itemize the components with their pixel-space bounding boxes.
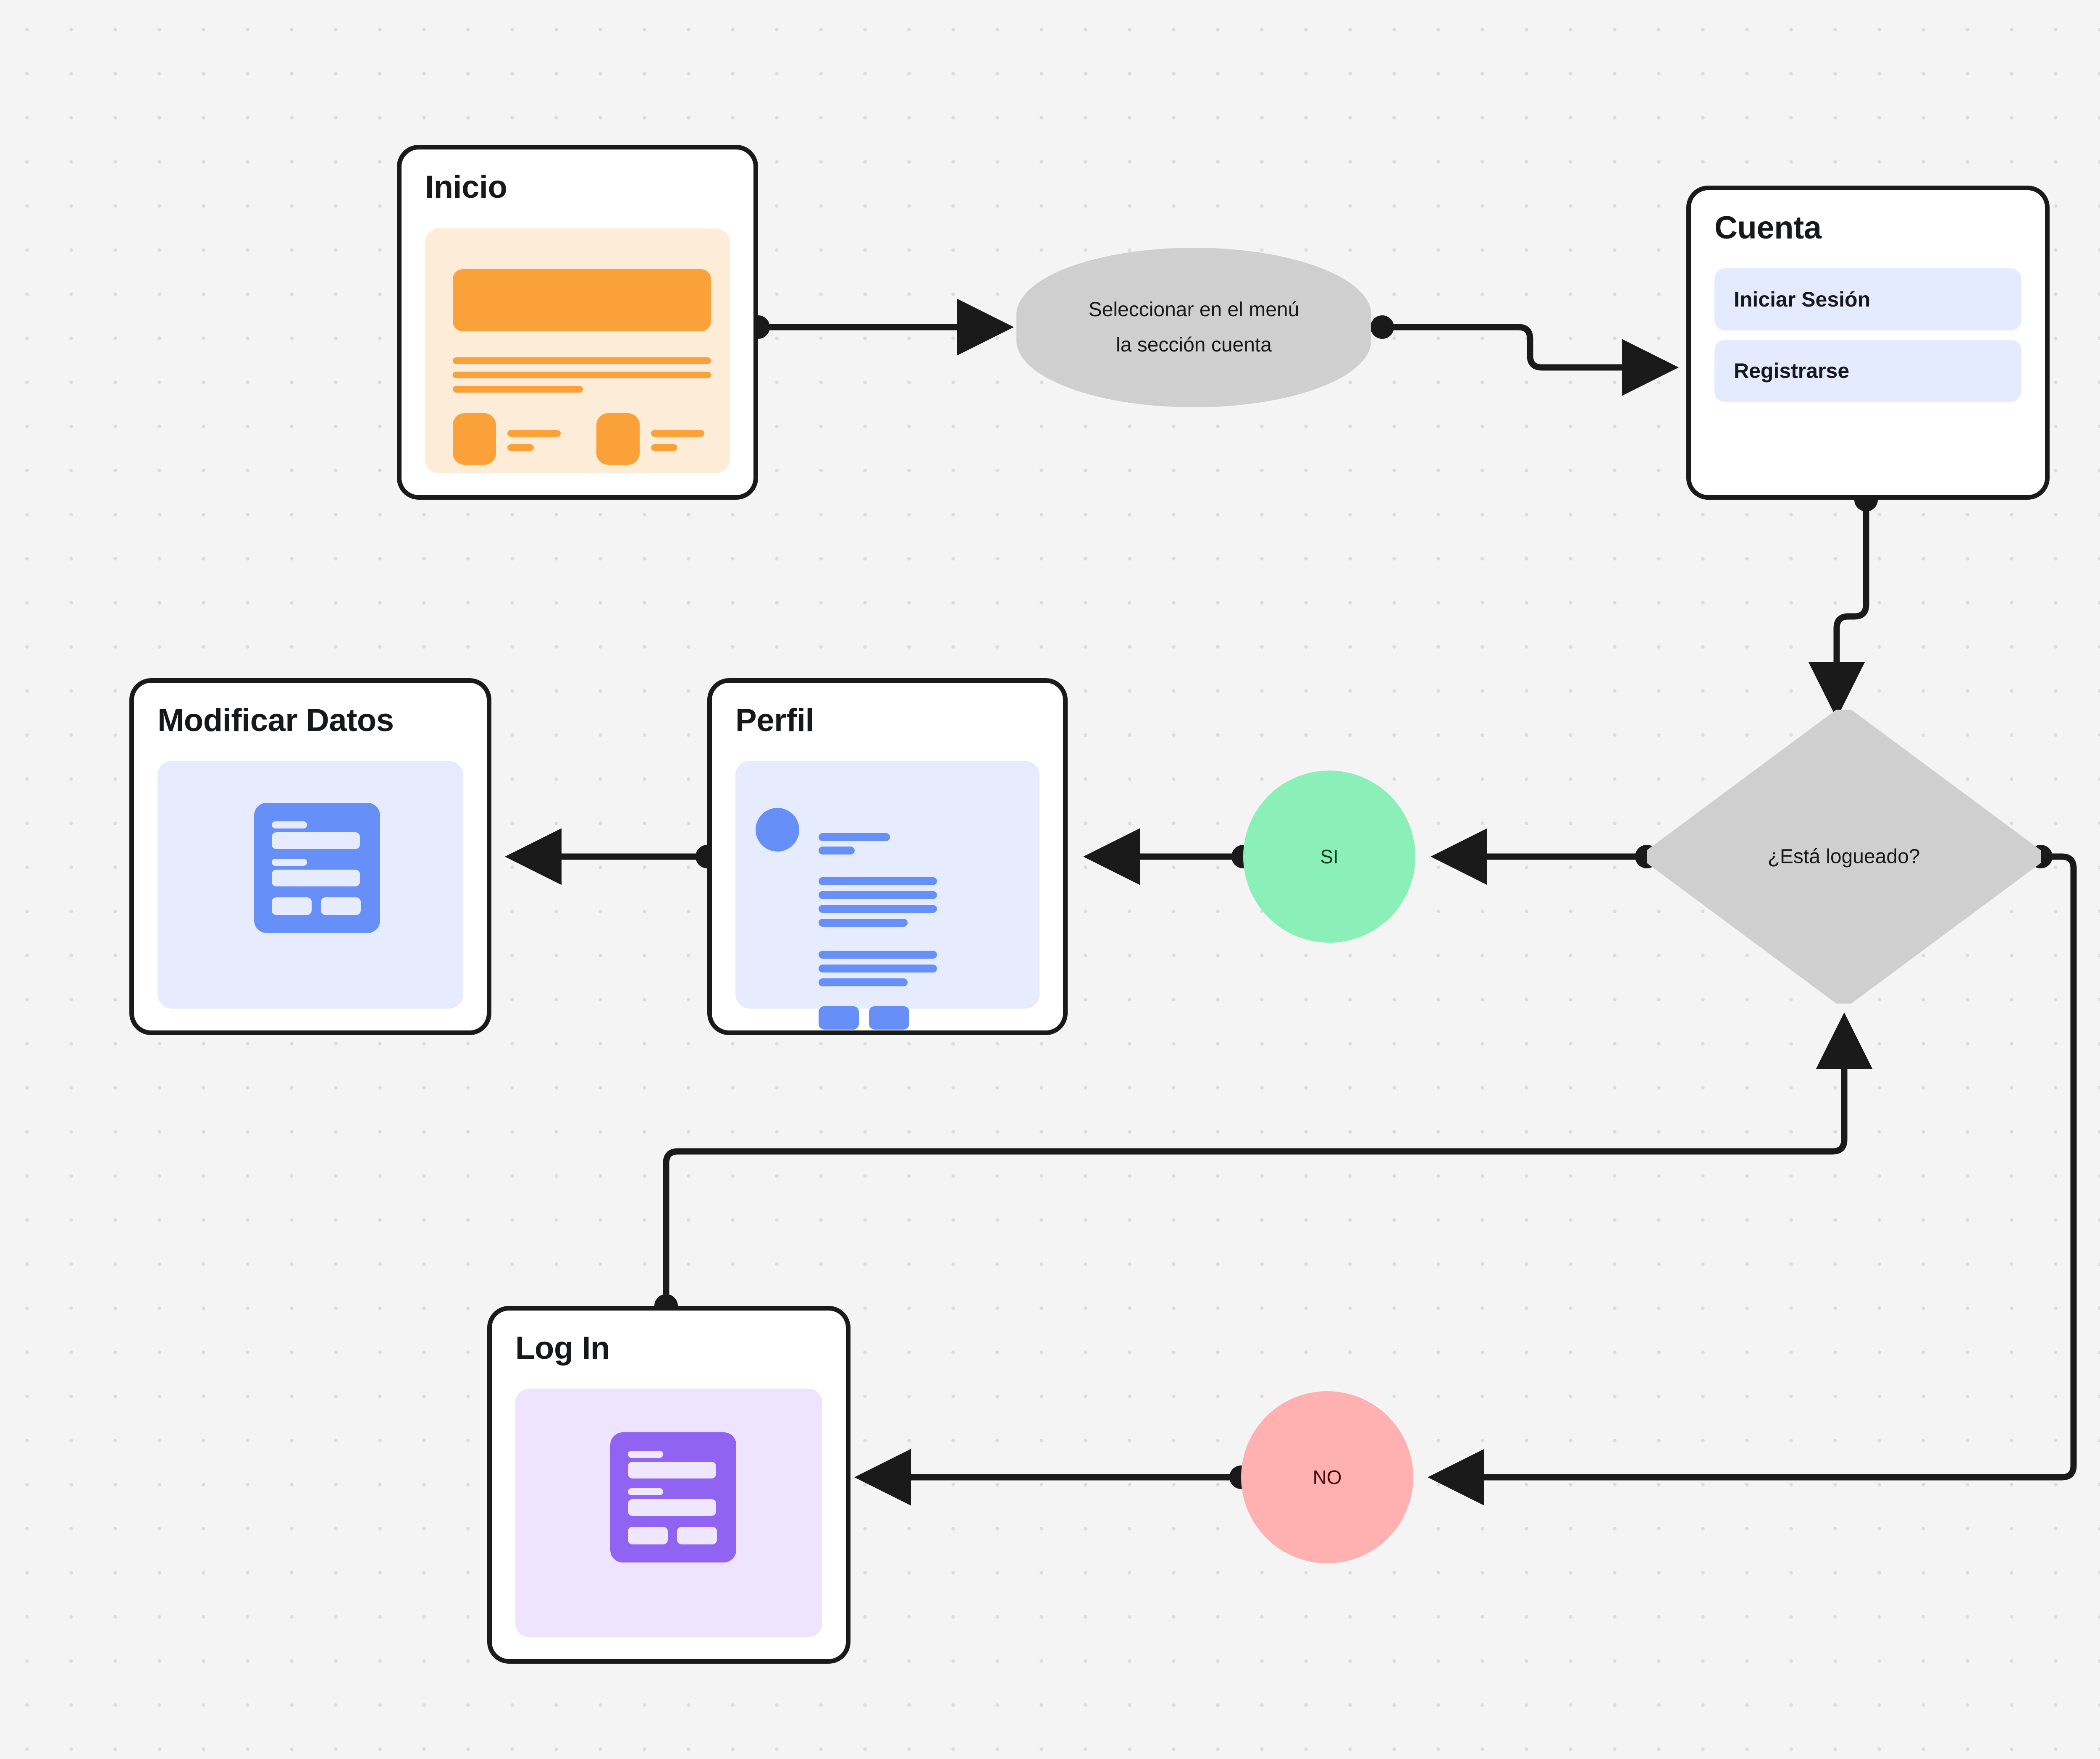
cuenta-option-registrarse[interactable]: Registrarse — [1714, 340, 2021, 402]
inicio-thumb-1-line-2 — [507, 444, 534, 451]
perfil-body-line-7 — [819, 978, 908, 986]
modificar-label-1 — [272, 821, 307, 828]
decision-shape — [1647, 710, 2041, 1004]
perfil-body-line-2 — [819, 891, 937, 899]
inicio-thumb-2 — [596, 413, 640, 465]
node-log-in-title: Log In — [515, 1330, 610, 1366]
login-label-2 — [628, 1488, 663, 1495]
node-branch-no-label: NO — [1312, 1466, 1342, 1488]
node-cuenta[interactable]: Cuenta Iniciar Sesión Registrarse — [1686, 186, 2050, 500]
login-button-1 — [628, 1527, 668, 1544]
cuenta-option-iniciar-sesion[interactable]: Iniciar Sesión — [1714, 268, 2021, 330]
inicio-text-line-1 — [453, 357, 711, 364]
perfil-body-line-3 — [819, 905, 937, 913]
node-log-in[interactable]: Log In — [487, 1306, 850, 1664]
perfil-body-line-6 — [819, 965, 937, 973]
perfil-action-button-2 — [869, 1006, 909, 1030]
inicio-thumb-1-line-1 — [507, 430, 561, 437]
perfil-body-line-4 — [819, 919, 908, 927]
node-decision-esta-logueado[interactable]: ¿Está logueado? — [1647, 710, 2041, 1004]
login-label-1 — [628, 1451, 663, 1458]
cuenta-option-registrarse-label: Registrarse — [1734, 359, 1850, 383]
login-wireframe — [515, 1389, 822, 1637]
node-modificar-datos-title: Modificar Datos — [158, 703, 394, 738]
inicio-text-line-2 — [453, 372, 711, 378]
modificar-button-2 — [321, 897, 361, 915]
inicio-text-line-3 — [453, 386, 583, 393]
inicio-wireframe — [425, 228, 730, 473]
node-branch-si-label: SI — [1320, 846, 1339, 868]
node-decision-label: ¿Está logueado? — [1767, 845, 1920, 868]
modificar-input-1 — [272, 832, 360, 849]
inicio-hero-block — [453, 269, 711, 331]
login-input-email — [628, 1462, 716, 1479]
node-perfil-title: Perfil — [735, 703, 814, 738]
login-input-password — [628, 1499, 716, 1516]
perfil-body-line-5 — [819, 951, 937, 959]
node-perfil[interactable]: Perfil — [707, 678, 1068, 1035]
inicio-thumb-2-line-2 — [651, 444, 677, 451]
perfil-wireframe — [735, 761, 1040, 1030]
inicio-thumb-2-line-1 — [651, 430, 704, 437]
perfil-avatar — [756, 808, 799, 852]
node-cuenta-title: Cuenta — [1714, 210, 1822, 246]
perfil-body-line-1 — [819, 877, 937, 885]
perfil-subtitle-line — [819, 847, 855, 855]
login-button-2 — [677, 1527, 717, 1544]
node-branch-si[interactable]: SI — [1243, 771, 1415, 943]
modificar-input-2 — [272, 870, 360, 886]
modificar-label-2 — [272, 859, 307, 866]
modificar-wireframe — [158, 761, 463, 1009]
node-branch-no[interactable]: NO — [1241, 1391, 1413, 1563]
node-modificar-datos[interactable]: Modificar Datos — [129, 678, 491, 1035]
node-inicio-title: Inicio — [425, 169, 507, 205]
perfil-name-line — [819, 833, 890, 841]
perfil-action-button-1 — [819, 1006, 859, 1030]
login-form-icon — [610, 1432, 736, 1562]
modificar-button-1 — [272, 897, 312, 915]
node-inicio[interactable]: Inicio — [397, 145, 758, 500]
cuenta-option-iniciar-sesion-label: Iniciar Sesión — [1734, 288, 1871, 311]
modificar-form-icon — [254, 803, 380, 933]
inicio-thumb-1 — [453, 413, 496, 465]
